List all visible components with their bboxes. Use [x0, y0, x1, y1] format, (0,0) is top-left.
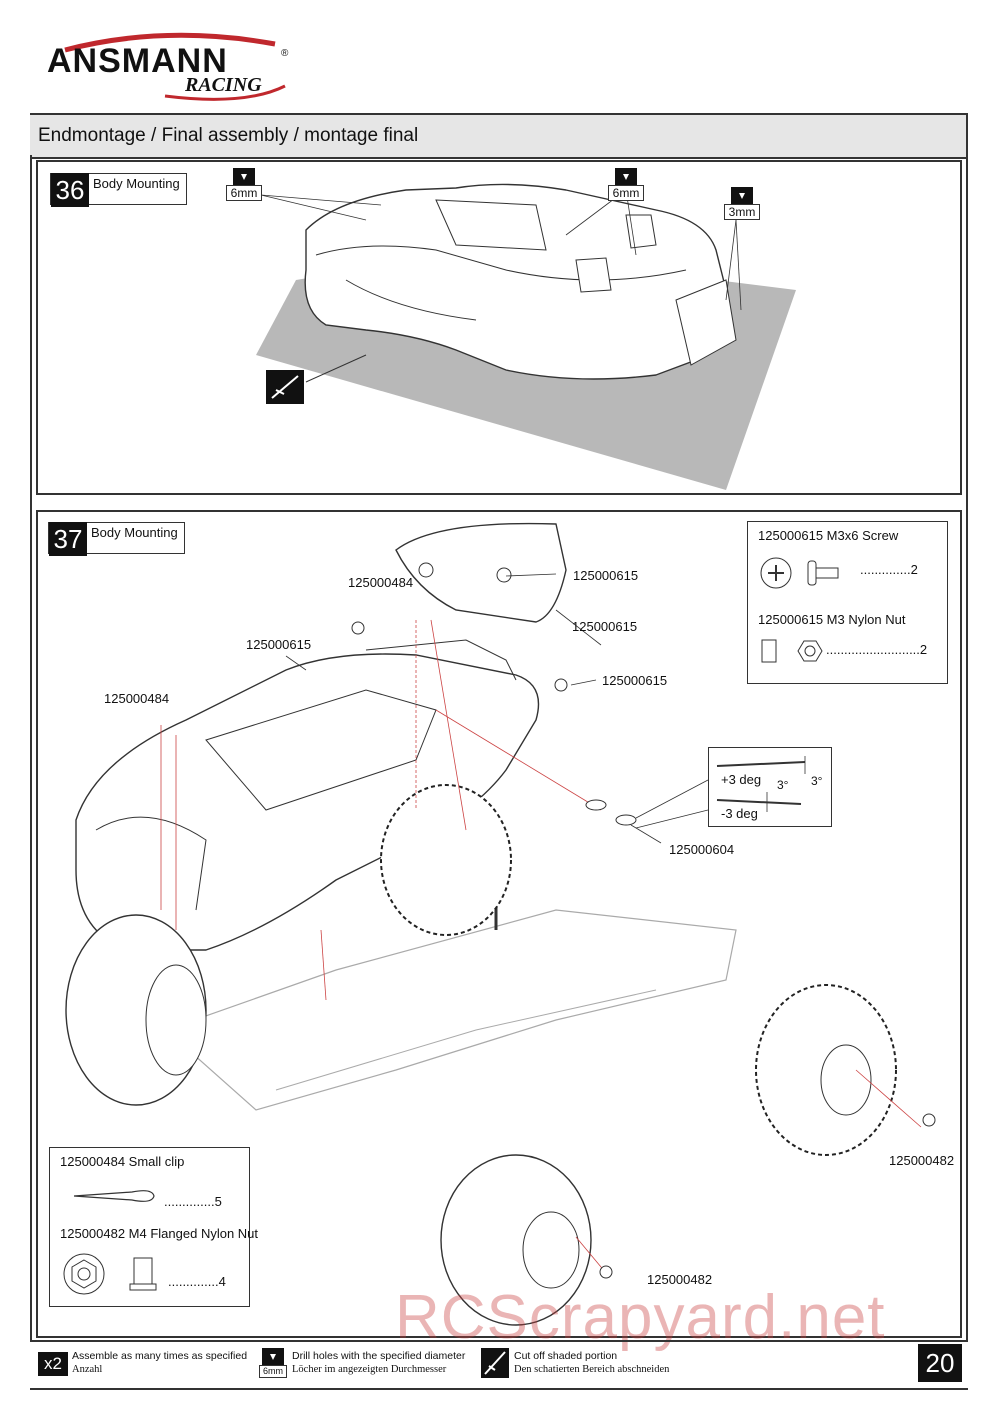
legend-drill-en: Drill holes with the specified diameter: [292, 1350, 466, 1362]
legend-cut-icon: [481, 1348, 509, 1378]
callout-screw-top-right: 125000615: [573, 568, 639, 583]
nut-rear-right: [922, 1113, 936, 1127]
drill-icon: [615, 168, 637, 185]
angle-box: +3 deg 3° 3° -3 deg: [708, 747, 832, 827]
drill-tag-6mm-left: 6mm: [226, 168, 262, 201]
step-36-box: 36 Body Mounting: [50, 173, 187, 207]
ansmann-racing-logo: ANSMANN ® RACING: [45, 28, 295, 108]
angle-deg-b: 3°: [811, 774, 823, 788]
angle-plus: +3 deg: [721, 772, 762, 787]
callout-clip-top: 125000484: [348, 575, 414, 590]
cut-icon: [266, 370, 304, 404]
quantity-icon: x2: [38, 1352, 68, 1376]
drill-tag-3mm: 3mm: [724, 187, 760, 220]
part-screw-qty: ..............2: [860, 562, 918, 577]
rear-wing: [395, 522, 567, 623]
step-37-panel: [36, 510, 962, 1338]
part-clip-label: 125000484 Small clip: [60, 1154, 185, 1169]
drill-icon: [731, 187, 753, 204]
wheel-rear-left: [380, 784, 512, 936]
flanged-nut-icon: [63, 1253, 157, 1295]
washer-2: [615, 814, 637, 826]
parts-box-screws: 125000615 M3x6 Screw ..............2 125…: [747, 521, 948, 684]
step-36-panel: [36, 160, 962, 495]
part-flanged-nut-qty: ..............4: [168, 1274, 226, 1289]
section-header: Endmontage / Final assembly / montage fi…: [30, 113, 968, 159]
callout-washer: 125000604: [669, 842, 735, 857]
step-36-number: 36: [51, 173, 89, 207]
angle-deg-a: 3°: [777, 778, 789, 792]
page-title: Endmontage / Final assembly / montage fi…: [38, 125, 419, 146]
step-37-number: 37: [49, 522, 87, 556]
part-nut-label: 125000615 M3 Nylon Nut: [758, 612, 906, 627]
callout-nut-front: 125000482: [647, 1272, 713, 1287]
step-36-diagram: [256, 183, 796, 490]
nut-right: [554, 678, 568, 692]
logo-sub: RACING: [185, 74, 262, 96]
step-37-diagram: [65, 522, 936, 1326]
part-flanged-nut-label: 125000482 M4 Flanged Nylon Nut: [60, 1226, 259, 1241]
logo-swoosh: [64, 32, 286, 101]
legend-drill-icon: 6mm: [259, 1348, 287, 1378]
step-37-label: Body Mounting: [91, 525, 178, 540]
clip-icon: [73, 1190, 155, 1202]
callout-nut-rear-right: 125000482: [889, 1153, 955, 1168]
washer-1: [585, 799, 607, 811]
screw-top-right: [496, 567, 512, 583]
legend-cut-de: Den schatierten Bereich abschneiden: [514, 1364, 670, 1375]
nylon-nut-icon: [761, 639, 823, 663]
frame-right: [966, 113, 968, 1340]
chassis: [164, 909, 737, 1111]
drill-tag-6mm-mid: 6mm: [608, 168, 644, 201]
screw-top-left: [418, 562, 434, 578]
part-clip-qty: ..............5: [164, 1194, 222, 1209]
screw-icon: [760, 557, 839, 589]
legend-assemble-de: Anzahl: [72, 1364, 103, 1375]
frame-left: [30, 155, 32, 1340]
nut-front: [599, 1265, 613, 1279]
parts-box-clips: 125000484 Small clip ..............5 125…: [49, 1147, 258, 1307]
callout-nut-right: 125000615: [602, 673, 668, 688]
step-37-box: 37 Body Mounting: [48, 522, 185, 556]
angle-minus: -3 deg: [721, 806, 758, 821]
drill-icon: [233, 168, 255, 185]
legend-drill-de: Löcher im angezeigten Durchmesser: [292, 1364, 447, 1375]
logo-brand: ANSMANN: [47, 42, 228, 80]
page-number: 20: [918, 1344, 962, 1382]
logo-registered: ®: [281, 48, 289, 59]
part-screw-label: 125000615 M3x6 Screw: [758, 528, 899, 543]
callout-wing-right: 125000615: [572, 619, 638, 634]
step-36-label: Body Mounting: [93, 176, 180, 191]
legend-assemble-en: Assemble as many times as specified: [72, 1350, 248, 1362]
callout-clip-left: 125000484: [104, 691, 170, 706]
part-nut-qty: ..........................2: [826, 642, 928, 657]
legend-cut-en: Cut off shaded portion: [514, 1350, 618, 1362]
callout-body-left: 125000615: [246, 637, 312, 652]
nut-left: [351, 621, 365, 635]
legend-footer: x2 Assemble as many times as specified A…: [30, 1340, 968, 1390]
